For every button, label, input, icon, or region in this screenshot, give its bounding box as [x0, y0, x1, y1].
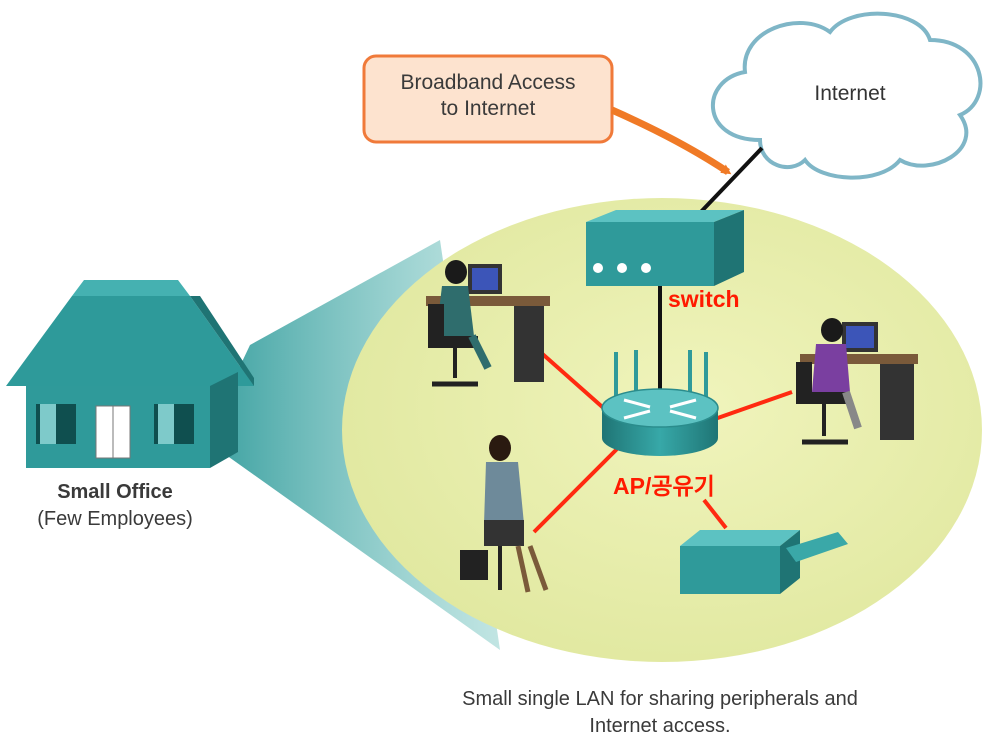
printer-icon	[680, 530, 848, 594]
link-printer	[702, 498, 728, 530]
internet-cloud	[710, 11, 983, 180]
worker-right	[796, 318, 918, 445]
caption-line-1: Small single LAN for sharing peripherals…	[462, 688, 858, 710]
ap-label: AP/공유기	[613, 473, 715, 499]
link-right	[711, 390, 793, 422]
diagram-caption: Small single LAN for sharing peripherals…	[380, 686, 940, 740]
small-office-building	[6, 280, 254, 468]
worker-top-left	[426, 260, 550, 387]
router-icon	[601, 350, 719, 456]
callout-arrow	[610, 106, 732, 175]
broadband-callout	[362, 54, 614, 144]
caption-line-2: Internet access.	[589, 715, 731, 737]
switch-device	[586, 210, 744, 286]
office-subtitle: (Few Employees)	[37, 508, 193, 530]
link-top-left	[536, 348, 610, 414]
broadband-callout-label: Broadband Access to Internet	[368, 70, 608, 122]
office-title: Small Office	[57, 481, 173, 503]
internet-link	[695, 146, 764, 218]
callout-line-1: Broadband Access	[400, 71, 576, 94]
link-bottom-left	[532, 446, 620, 534]
switch-label: switch	[668, 286, 740, 312]
callout-line-2: to Internet	[440, 97, 536, 120]
worker-bottom-left	[460, 435, 549, 593]
internet-label: Internet	[814, 82, 886, 105]
